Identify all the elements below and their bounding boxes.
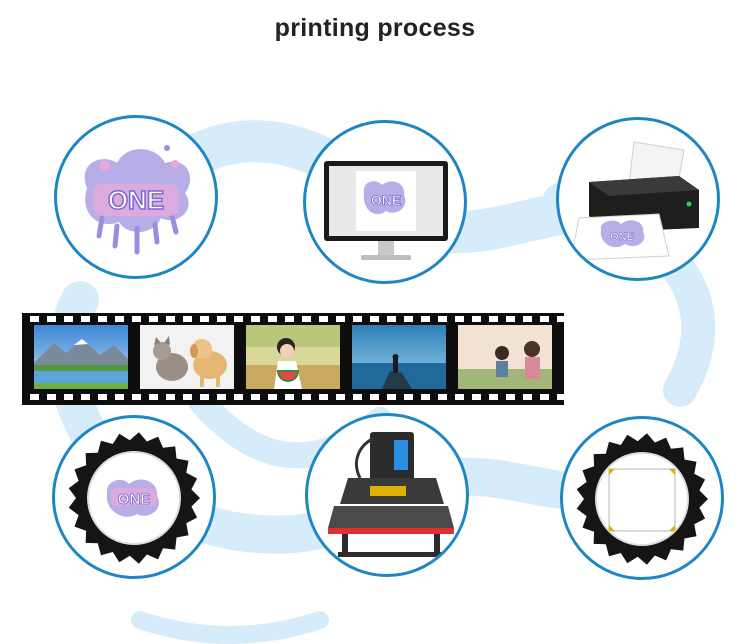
filmstrip-graphic (30, 316, 564, 400)
sprocket-hole (336, 394, 345, 400)
step-printer-circle: ONE (556, 117, 720, 281)
sprocket-hole (115, 394, 124, 400)
sprocket-hole (438, 394, 447, 400)
sprocket-hole (268, 316, 277, 322)
sprocket-hole (506, 394, 515, 400)
step-printed-cap-circle: ONE (52, 415, 216, 579)
sprocket-hole (455, 394, 464, 400)
sprocket-hole (200, 316, 209, 322)
sprocket-hole (523, 316, 532, 322)
sprocket-hole (64, 394, 73, 400)
sprocket-hole (370, 394, 379, 400)
sprocket-hole (285, 316, 294, 322)
step-design-circle: ONE (54, 115, 218, 279)
sprocket-hole (302, 394, 311, 400)
frame-couple-in-field (458, 325, 552, 389)
frame-cat-and-dog (140, 325, 234, 389)
sprocket-hole (540, 394, 549, 400)
sprocket-hole (523, 394, 532, 400)
sprocket-hole (149, 394, 158, 400)
sprocket-hole (81, 316, 90, 322)
step-monitor-circle: ONE (303, 120, 467, 284)
sprocket-hole (557, 316, 564, 322)
frame-girl-with-watermelon (246, 325, 340, 389)
sprocket-hole (47, 316, 56, 322)
page-title: printing process (274, 14, 476, 42)
sprocket-hole (217, 316, 226, 322)
sprocket-hole (472, 316, 481, 322)
sprocket-hole (353, 316, 362, 322)
sprocket-hole (370, 316, 379, 322)
sprocket-hole (64, 316, 73, 322)
sprocket-hole (149, 316, 158, 322)
artwork-text: ONE (118, 491, 151, 508)
sprocket-hole (183, 394, 192, 400)
sprocket-hole (438, 316, 447, 322)
sprocket-hole (30, 394, 39, 400)
artwork-text: ONE (371, 192, 401, 208)
sprocket-hole (353, 394, 362, 400)
sprocket-hole (285, 394, 294, 400)
artwork-text: ONE (108, 185, 164, 215)
sprocket-hole (234, 316, 243, 322)
sprocket-hole (336, 316, 345, 322)
sprocket-hole (268, 394, 277, 400)
sprocket-hole (217, 394, 226, 400)
sprocket-hole (81, 394, 90, 400)
sprocket-hole (234, 394, 243, 400)
photo-filmstrip (22, 313, 564, 405)
sprocket-hole (183, 316, 192, 322)
sprocket-hole (251, 316, 260, 322)
sprocket-hole (489, 394, 498, 400)
step-blank-cap-circle (560, 416, 724, 580)
sprocket-hole (251, 394, 260, 400)
sprocket-hole (30, 316, 39, 322)
bottle-cap-blank-icon (576, 433, 708, 565)
sprocket-hole (421, 394, 430, 400)
sprocket-hole (540, 316, 549, 322)
sprocket-hole (98, 316, 107, 322)
printer-icon: ONE (570, 141, 699, 261)
sprocket-hole (132, 394, 141, 400)
sprocket-hole (557, 394, 564, 400)
sprocket-hole (166, 394, 175, 400)
sprocket-hole (506, 316, 515, 322)
frame-person-on-rock-by-sea (352, 325, 446, 389)
artwork-text: ONE (610, 231, 634, 243)
sprocket-hole (489, 316, 498, 322)
sprocket-hole (387, 394, 396, 400)
step-heat-press-circle (305, 413, 469, 577)
monitor-icon: ONE (324, 161, 448, 260)
sprocket-holes-bottom (30, 394, 564, 400)
sprocket-hole (421, 316, 430, 322)
sprocket-hole (404, 316, 413, 322)
sprocket-hole (387, 316, 396, 322)
sprocket-hole (98, 394, 107, 400)
sprocket-hole (115, 316, 124, 322)
sprocket-hole (47, 394, 56, 400)
sprocket-hole (319, 394, 328, 400)
splash-artwork: ONE (84, 145, 191, 255)
bottle-cap-printed-icon: ONE (68, 432, 200, 564)
sprocket-hole (200, 394, 209, 400)
sprocket-hole (455, 316, 464, 322)
sprocket-hole (166, 316, 175, 322)
sprocket-hole (404, 394, 413, 400)
heat-press-icon (328, 432, 454, 557)
sprocket-hole (319, 316, 328, 322)
sprocket-hole (132, 316, 141, 322)
sprocket-hole (302, 316, 311, 322)
sprocket-hole (472, 394, 481, 400)
frame-mountain-lake (34, 325, 128, 389)
sprocket-holes-top (30, 316, 564, 322)
